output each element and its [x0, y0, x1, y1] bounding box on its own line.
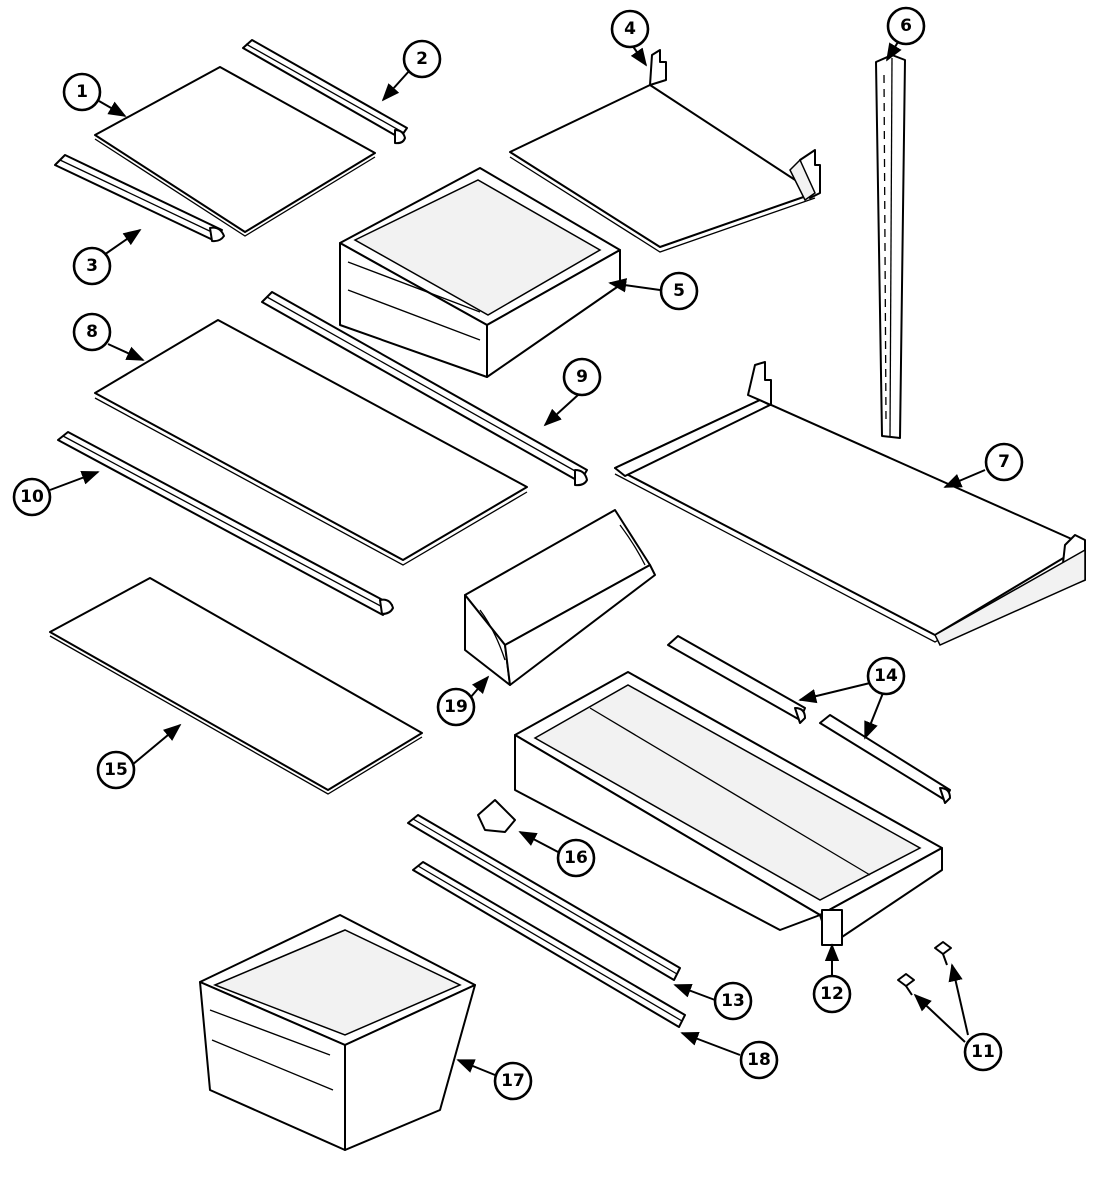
part-7-cantilever-shelf-large: [614, 361, 1086, 646]
callout-7-label: 7: [998, 452, 1010, 472]
leader-18: [680, 1032, 741, 1056]
leader-6: [886, 41, 902, 62]
part-13-front-rail: [407, 814, 681, 981]
callout-2: 2: [402, 39, 442, 79]
leader-19: [469, 675, 490, 699]
callout-11: 11: [963, 1032, 1003, 1072]
leader-11b: [913, 993, 966, 1043]
callout-10: 10: [12, 477, 52, 517]
leader-16: [518, 831, 561, 854]
leader-10: [49, 470, 100, 491]
leader-8: [107, 343, 145, 361]
part-6-shelf-ladder: [875, 54, 906, 439]
callout-17-label: 17: [501, 1071, 525, 1091]
callout-1-label: 1: [76, 82, 88, 102]
leader-2: [381, 69, 411, 102]
callout-9: 9: [562, 357, 602, 397]
callout-18-label: 18: [747, 1050, 771, 1070]
callout-16-label: 16: [564, 848, 588, 868]
leader-1: [98, 100, 127, 117]
part-11-screws: [897, 941, 952, 996]
callout-14-label: 14: [874, 666, 898, 686]
callout-4-label: 4: [624, 19, 636, 39]
leader-14b: [864, 692, 884, 740]
part-8-glass-shelf-large: [94, 319, 528, 566]
callout-9-label: 9: [576, 367, 588, 387]
callout-5-label: 5: [673, 281, 685, 301]
callout-15: 15: [96, 750, 136, 790]
leader-7: [943, 469, 986, 488]
part-19-cover-support: [464, 509, 656, 686]
leader-4: [630, 44, 648, 67]
leader-11a: [948, 963, 969, 1036]
callout-19-label: 19: [444, 697, 468, 717]
callout-16: 16: [556, 838, 596, 878]
callout-14: 14: [866, 656, 906, 696]
callout-13-label: 13: [721, 991, 745, 1011]
callout-1: 1: [62, 72, 102, 112]
leader-3: [103, 228, 142, 256]
leader-9: [543, 394, 579, 427]
part-5-deli-drawer: [339, 167, 621, 378]
part-3-shelf-trim-front: [54, 154, 225, 243]
callout-10-label: 10: [20, 487, 44, 507]
callout-11-label: 11: [971, 1042, 995, 1062]
part-9-shelf-trim-rear-large: [261, 291, 588, 487]
callout-3-label: 3: [86, 256, 98, 276]
part-16-clip: [477, 799, 516, 833]
leader-17: [456, 1059, 496, 1076]
callout-3: 3: [72, 246, 112, 286]
part-4-cantilever-shelf-small: [509, 49, 821, 253]
part-10-shelf-trim-front-large: [57, 431, 394, 616]
part-15-crisper-cover-glass: [49, 577, 423, 795]
leader-13: [673, 983, 716, 1001]
callout-17: 17: [493, 1061, 533, 1101]
callout-7: 7: [984, 442, 1024, 482]
callout-5: 5: [659, 271, 699, 311]
callout-4: 4: [610, 9, 650, 49]
part-14-crisper-rails: [667, 635, 951, 804]
callout-2-label: 2: [416, 49, 428, 69]
callout-12-label: 12: [820, 984, 844, 1004]
callout-6: 6: [886, 6, 926, 46]
part-1-glass-shelf: [94, 66, 376, 237]
callout-19: 19: [436, 687, 476, 727]
leader-lines: [49, 41, 986, 1076]
part-18-bottom-rail: [412, 861, 686, 1028]
callout-18: 18: [739, 1040, 779, 1080]
part-12-crisper-frame: [514, 671, 943, 946]
callout-12: 12: [812, 974, 852, 1014]
part-17-crisper-drawer: [199, 914, 476, 1151]
callout-6-label: 6: [900, 16, 912, 36]
callout-15-label: 15: [104, 760, 128, 780]
callout-8-label: 8: [86, 322, 98, 342]
leader-14a: [798, 682, 871, 704]
callout-13: 13: [713, 981, 753, 1021]
part-2-shelf-trim-rear: [242, 39, 408, 145]
callout-8: 8: [72, 312, 112, 352]
leader-15: [131, 723, 182, 766]
leader-5: [608, 278, 661, 293]
